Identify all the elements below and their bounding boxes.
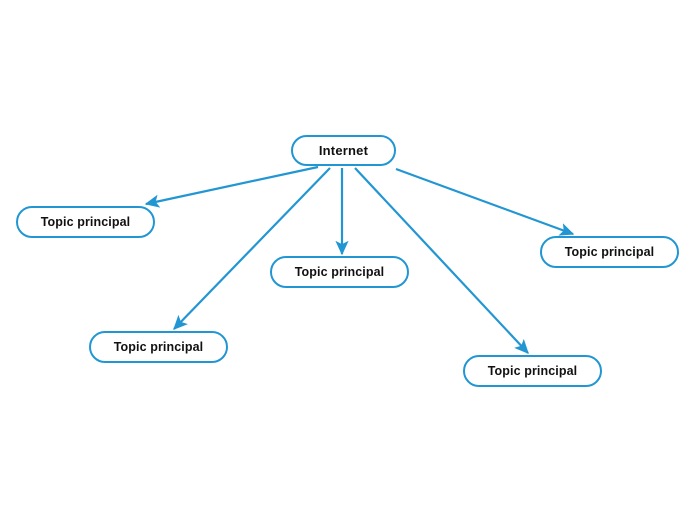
node-topic-bottom-left-label: Topic principal <box>113 340 204 354</box>
edge-root-to-right <box>395 167 575 236</box>
edges-group <box>144 165 575 354</box>
edge-root-to-bottom-left <box>173 167 331 330</box>
node-internet-label: Internet <box>318 143 369 158</box>
node-topic-right[interactable]: Topic principal <box>540 236 679 268</box>
node-internet[interactable]: Internet <box>291 135 396 166</box>
node-topic-center-label: Topic principal <box>294 265 385 279</box>
node-topic-left[interactable]: Topic principal <box>16 206 155 238</box>
edge-root-to-bottom-right <box>354 167 529 354</box>
node-topic-bottom-right-label: Topic principal <box>487 364 578 378</box>
node-topic-center[interactable]: Topic principal <box>270 256 409 288</box>
node-topic-bottom-right[interactable]: Topic principal <box>463 355 602 387</box>
node-topic-left-label: Topic principal <box>40 215 131 229</box>
node-topic-bottom-left[interactable]: Topic principal <box>89 331 228 363</box>
node-topic-right-label: Topic principal <box>564 245 655 259</box>
edge-root-to-left <box>144 165 319 208</box>
